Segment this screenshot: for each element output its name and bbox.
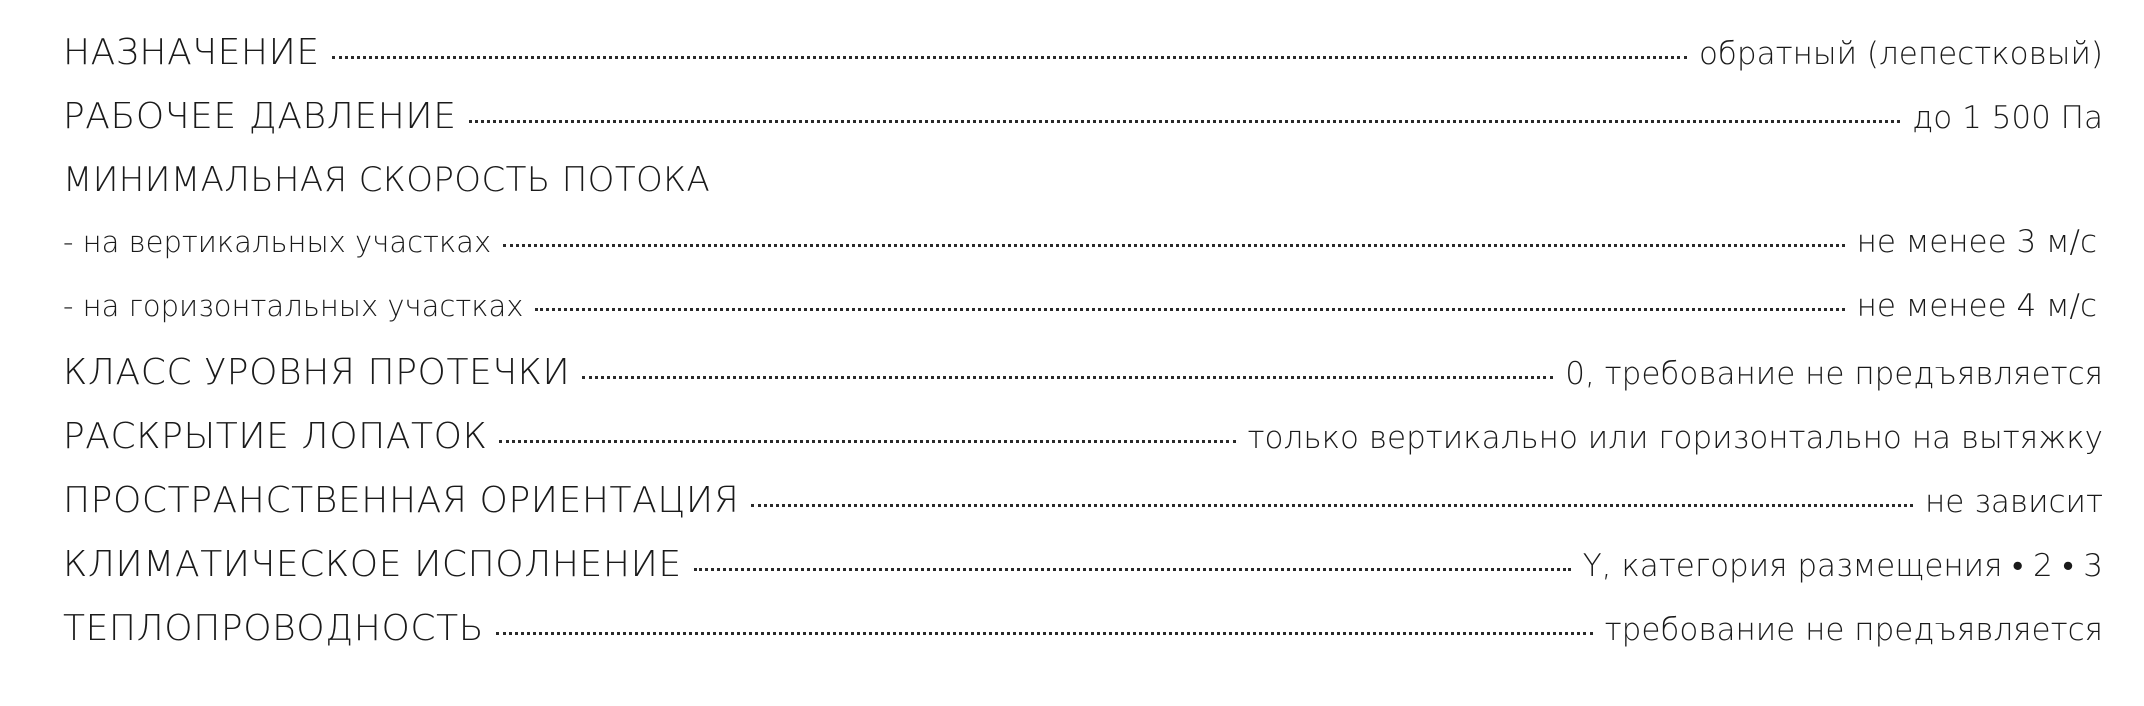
- dot-leader: [693, 568, 1571, 571]
- spec-row-purpose: НАЗНАЧЕНИЕ обратный (лепестковый): [63, 24, 2103, 88]
- spec-value: только вертикально или горизонтально на …: [1247, 420, 2103, 456]
- spec-label: КЛИМАТИЧЕСКОЕ ИСПОЛНЕНИЕ: [63, 544, 682, 585]
- dot-leader: [468, 120, 1901, 123]
- spec-label: ТЕПЛОПРОВОДНОСТЬ: [63, 608, 485, 649]
- spec-label: РАСКРЫТИЕ ЛОПАТОК: [63, 416, 488, 457]
- spec-value: не менее 3 м/с: [1856, 224, 2097, 260]
- dot-leader: [331, 56, 1687, 59]
- spec-row-climate: КЛИМАТИЧЕСКОЕ ИСПОЛНЕНИЕ Y, категория ра…: [63, 536, 2103, 600]
- dot-leader: [503, 244, 1845, 247]
- dot-leader: [535, 308, 1845, 311]
- spec-label: - на горизонтальных участках: [63, 289, 524, 323]
- spec-label: НАЗНАЧЕНИЕ: [63, 32, 320, 73]
- spec-row-vertical: - на вертикальных участках не менее 3 м/…: [63, 216, 2103, 280]
- dot-leader: [499, 440, 1236, 443]
- spec-label: КЛАСС УРОВНЯ ПРОТЕЧКИ: [63, 352, 571, 393]
- spec-value: требование не предъявляется: [1604, 612, 2103, 648]
- spec-value: до 1 500 Па: [1912, 100, 2103, 136]
- spec-row-leak-class: КЛАСС УРОВНЯ ПРОТЕЧКИ 0, требование не п…: [63, 344, 2103, 408]
- spec-row-min-flow-heading: МИНИМАЛЬНАЯ СКОРОСТЬ ПОТОКА: [63, 152, 2103, 216]
- spec-row-horizontal: - на горизонтальных участках не менее 4 …: [63, 280, 2103, 344]
- spec-label: - на вертикальных участках: [63, 225, 492, 259]
- spec-row-blade-opening: РАСКРЫТИЕ ЛОПАТОК только вертикально или…: [63, 408, 2103, 472]
- spec-value: Y, категория размещения • 2 • 3: [1582, 548, 2103, 584]
- spec-row-pressure: РАБОЧЕЕ ДАВЛЕНИЕ до 1 500 Па: [63, 88, 2103, 152]
- spec-row-orientation: ПРОСТРАНСТВЕННАЯ ОРИЕНТАЦИЯ не зависит: [63, 472, 2103, 536]
- spec-value: 0, требование не предъявляется: [1565, 356, 2103, 392]
- spec-label: РАБОЧЕЕ ДАВЛЕНИЕ: [63, 96, 457, 137]
- spec-heading: МИНИМАЛЬНАЯ СКОРОСТЬ ПОТОКА: [63, 160, 711, 200]
- dot-leader: [496, 632, 1593, 635]
- spec-row-thermal: ТЕПЛОПРОВОДНОСТЬ требование не предъявля…: [63, 600, 2103, 664]
- spec-value: не зависит: [1924, 484, 2103, 520]
- spec-value: не менее 4 м/с: [1856, 288, 2097, 324]
- dot-leader: [751, 504, 1913, 507]
- spec-list: НАЗНАЧЕНИЕ обратный (лепестковый) РАБОЧЕ…: [63, 24, 2103, 664]
- spec-label: ПРОСТРАНСТВЕННАЯ ОРИЕНТАЦИЯ: [63, 480, 740, 521]
- dot-leader: [582, 376, 1554, 379]
- spec-value: обратный (лепестковый): [1698, 36, 2103, 72]
